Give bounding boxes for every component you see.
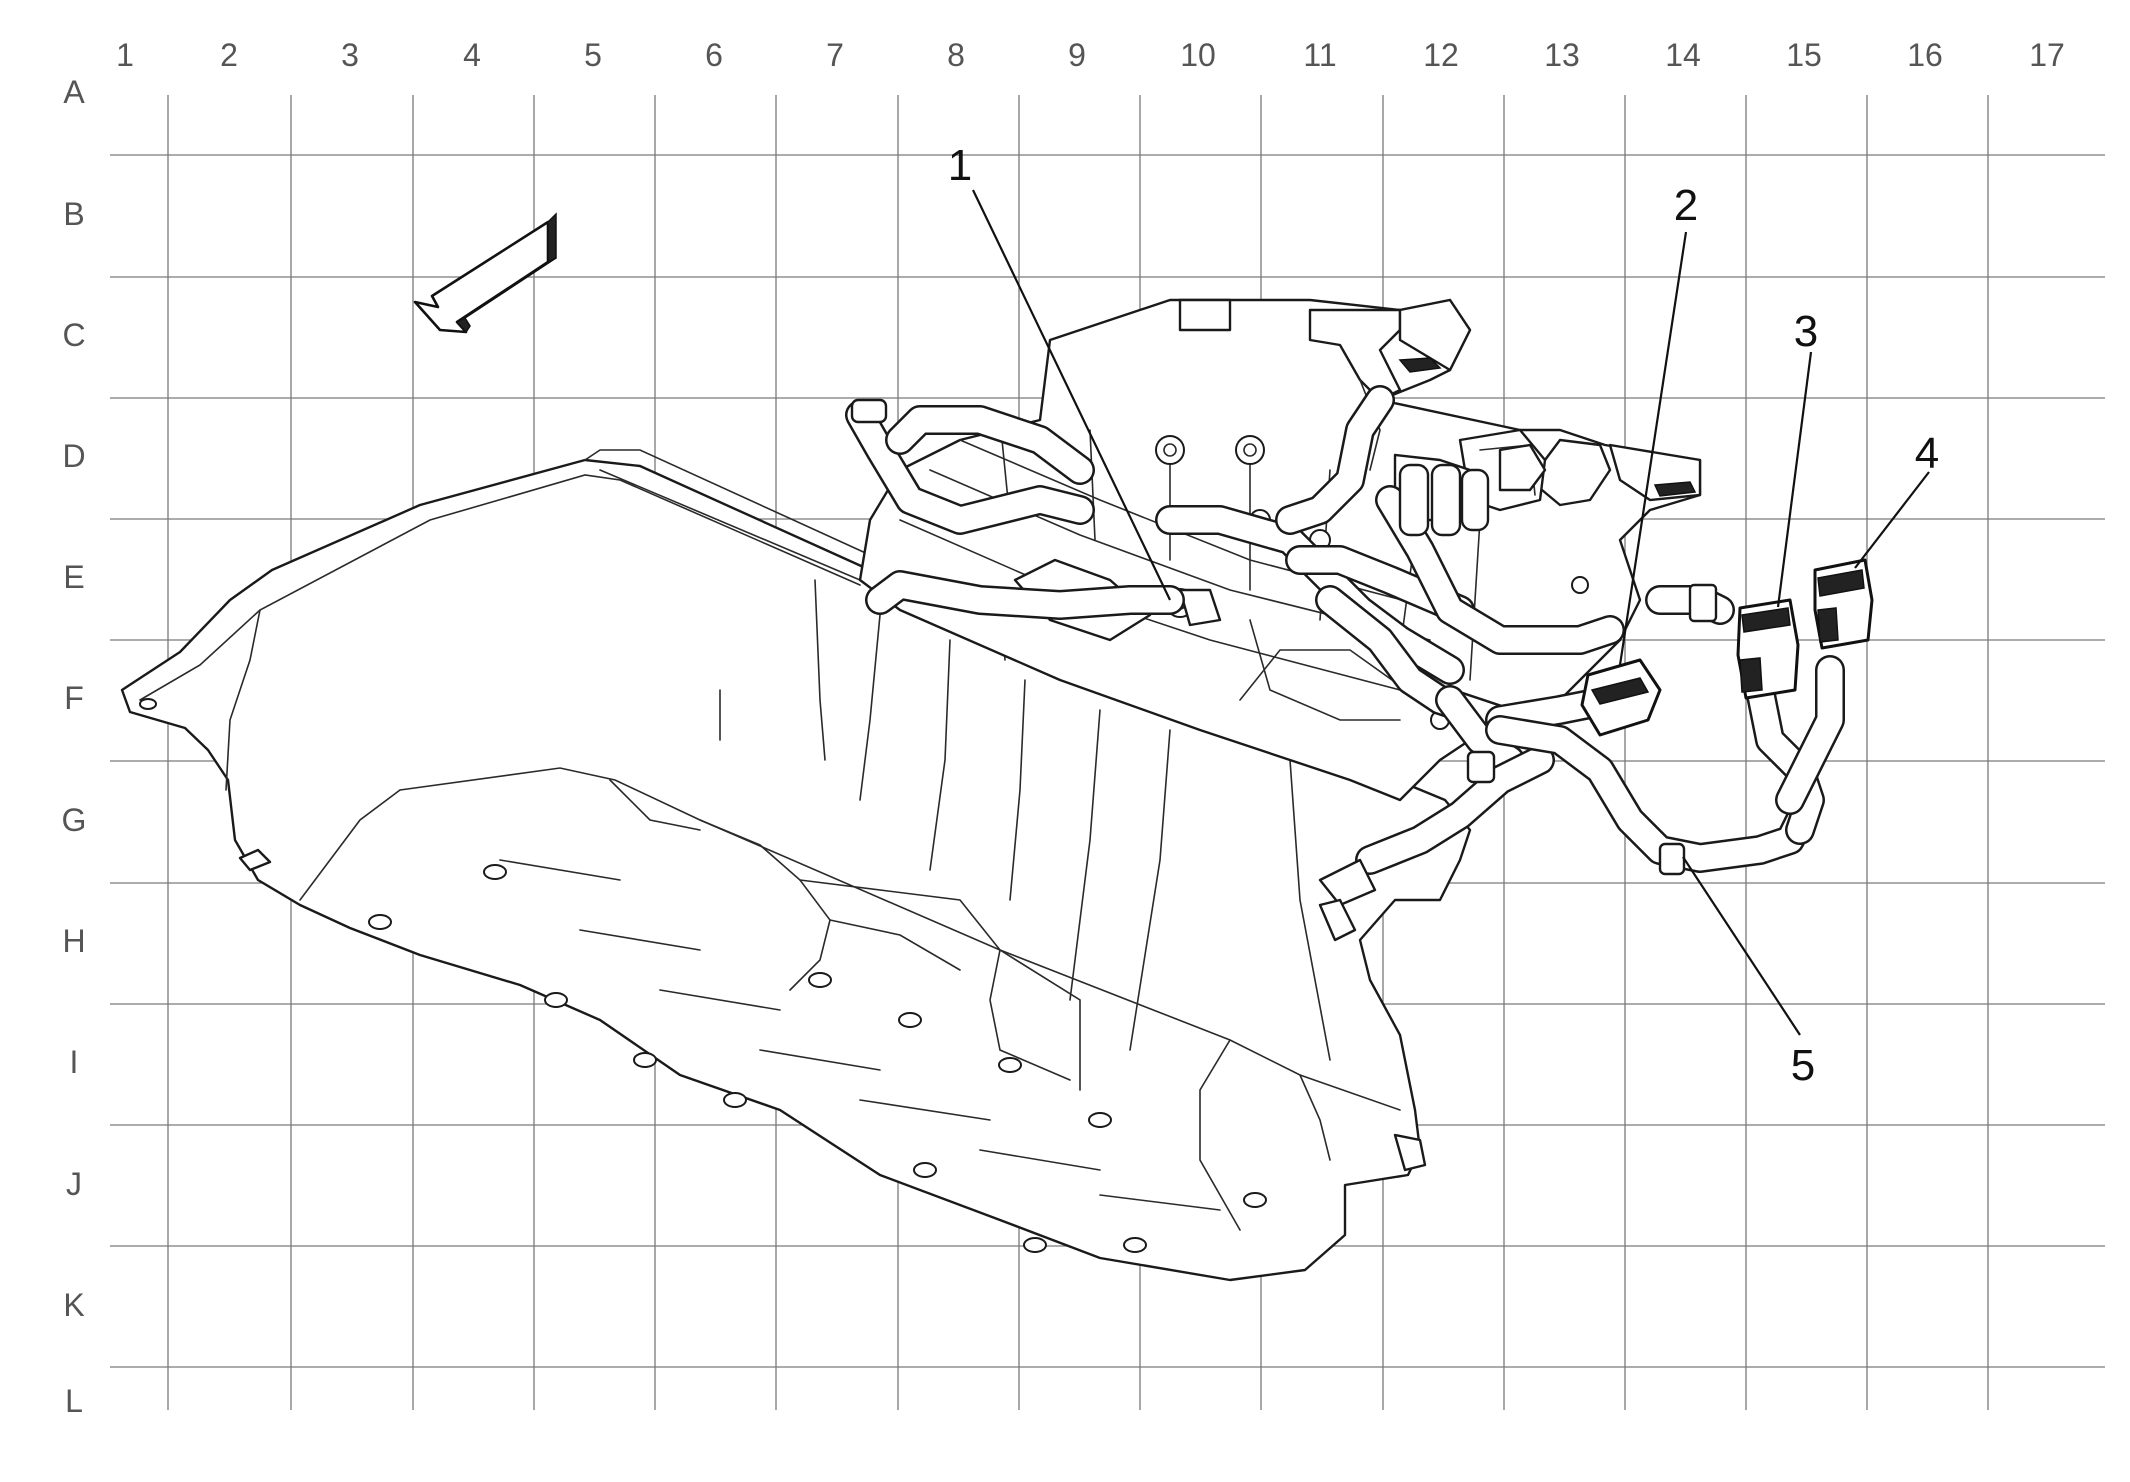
grid-column-label: 12 [1423, 37, 1459, 73]
mounting-bolt [898, 1012, 922, 1028]
grid-column-label: 1 [116, 37, 134, 73]
mounting-bolt [1088, 1112, 1112, 1128]
shield-mounting-bolts [368, 864, 1267, 1253]
leader-2 [1618, 231, 1688, 666]
grid-column-label: 8 [947, 37, 965, 73]
mounting-bolt [1023, 1237, 1047, 1253]
grid-row-label: B [63, 196, 84, 232]
grid-column-label: 13 [1544, 37, 1580, 73]
grid-column-label: 5 [584, 37, 602, 73]
mounting-bolt [544, 992, 568, 1008]
grid-row-label: K [63, 1287, 84, 1323]
connector-4 [1813, 558, 1874, 650]
callout-labels: 1 2 3 4 5 [948, 141, 1939, 1090]
mounting-bolt [1243, 1192, 1267, 1208]
grid-row-label: H [62, 923, 85, 959]
grid-row-label: F [64, 680, 84, 716]
grid-column-label: 7 [826, 37, 844, 73]
mounting-bolt [808, 972, 832, 988]
callout-3: 3 [1794, 307, 1818, 356]
grid-row-label: C [62, 317, 85, 353]
hose-clamps [850, 398, 1718, 942]
grid-column-label: 10 [1180, 37, 1216, 73]
grid-column-label: 3 [341, 37, 359, 73]
grid-column-label: 16 [1907, 37, 1943, 73]
grid-row-label: I [70, 1044, 79, 1080]
grid-row-label: E [63, 559, 84, 595]
leader-5 [1682, 856, 1801, 1036]
mounting-bolt [368, 914, 392, 930]
mounting-bolt [483, 864, 507, 880]
leader-1 [972, 189, 1171, 601]
grid-column-label: 4 [463, 37, 481, 73]
grid-column-label: 9 [1068, 37, 1086, 73]
grid-column-label: 15 [1786, 37, 1822, 73]
mounting-bolt [998, 1057, 1022, 1073]
grid-column-label: 17 [2029, 37, 2065, 73]
mounting-bolt [913, 1162, 937, 1178]
grid-row-label: A [63, 74, 85, 110]
connector-3 [1736, 598, 1800, 700]
callout-4: 4 [1915, 429, 1939, 478]
mounting-bolt [1123, 1237, 1147, 1253]
mounting-bolt [723, 1092, 747, 1108]
grid-row-label: J [66, 1166, 82, 1202]
grid-column-label: 6 [705, 37, 723, 73]
assembly-drawing [120, 212, 1874, 1282]
grid-row-label: G [62, 802, 87, 838]
grid-column-label: 2 [220, 37, 238, 73]
front-direction-arrow-icon [413, 212, 557, 334]
grid-column-label: 14 [1665, 37, 1701, 73]
grid-column-label: 11 [1303, 37, 1336, 73]
grid-row-labels: A B C D E F G H I J K L [62, 74, 87, 1419]
callout-2: 2 [1674, 181, 1698, 230]
battery-tray-shield [120, 449, 1472, 1282]
callout-leaders [972, 189, 1930, 1036]
callout-1: 1 [948, 141, 972, 190]
grid-row-label: L [65, 1383, 83, 1419]
leader-4 [1854, 471, 1930, 569]
mounting-bolt [633, 1052, 657, 1068]
grid-row-label: D [62, 438, 85, 474]
leader-3 [1776, 351, 1813, 608]
callout-5: 5 [1791, 1041, 1815, 1090]
connector-2 [1580, 658, 1662, 737]
